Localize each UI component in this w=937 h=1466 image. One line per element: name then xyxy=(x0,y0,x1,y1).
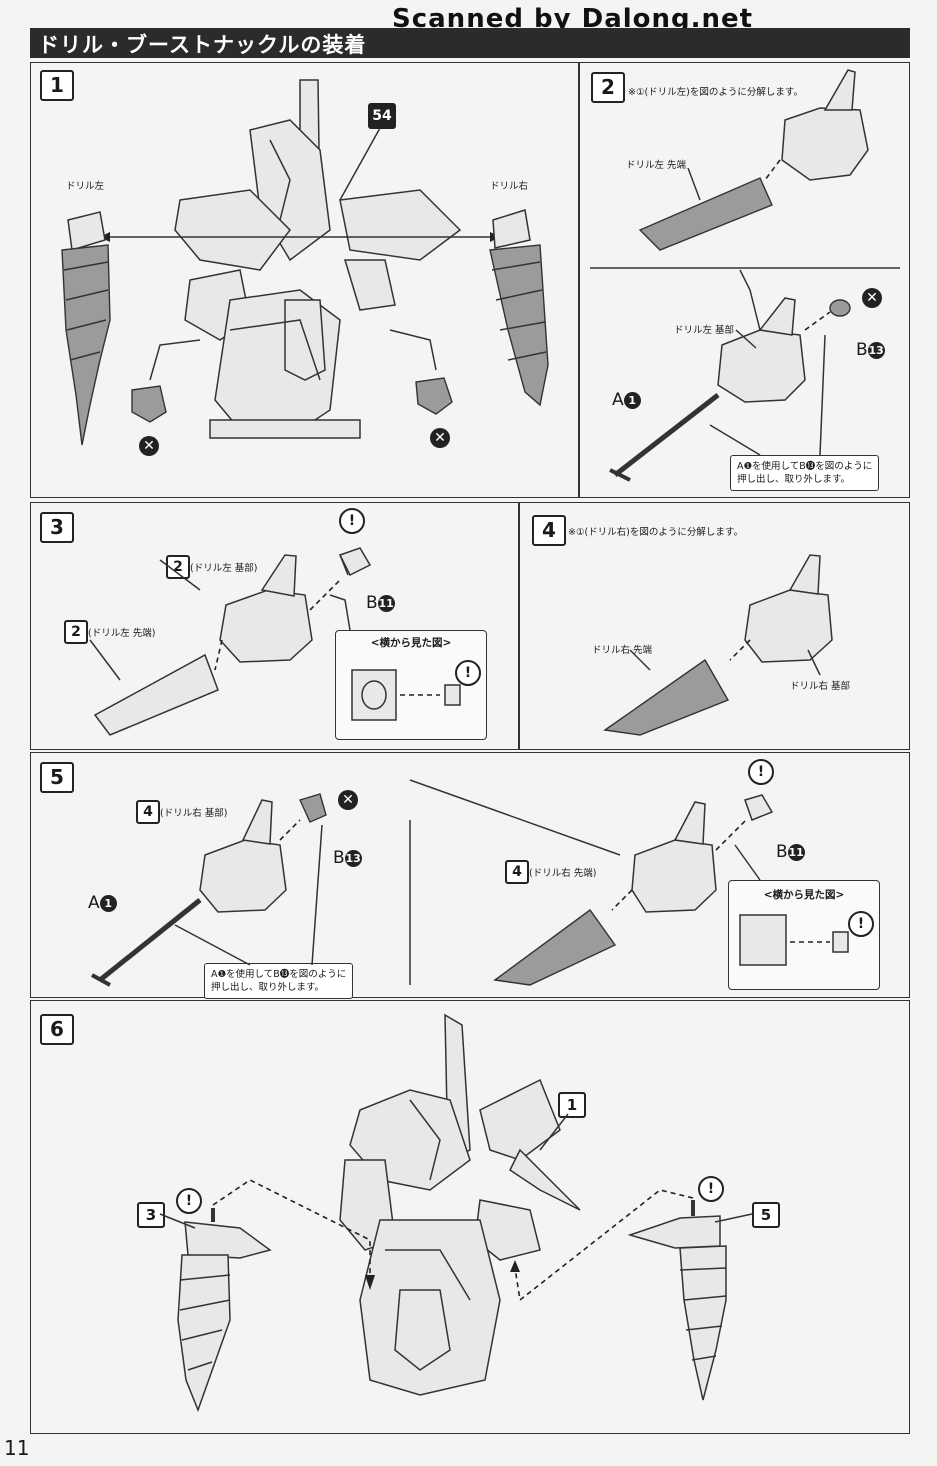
ref-drill-right-base: 4(ドリル右 基部) xyxy=(136,800,227,824)
step-1-panel xyxy=(30,62,580,498)
label-drill-left-tip: ドリル左 先端 xyxy=(626,160,687,171)
step-1-number: 1 xyxy=(40,70,74,101)
exclamation-icon: ! xyxy=(848,911,874,937)
step-4-panel xyxy=(518,502,910,750)
step-4-number: 4 xyxy=(532,515,566,546)
ref-text: (ドリル右 先端) xyxy=(529,868,597,879)
part-b-number: 13 xyxy=(344,849,362,867)
step-5-panel xyxy=(30,752,910,998)
ref-drill-left-tip: 2(ドリル左 先端) xyxy=(64,620,155,644)
note-line-2: 押し出し、取り外します。 xyxy=(737,474,851,485)
label-drill-right: ドリル右 xyxy=(490,181,529,192)
note-line-1: A❶を使用してB⓭を図のように xyxy=(737,461,873,472)
label-drill-left: ドリル左 xyxy=(66,181,105,192)
ref-number: 2 xyxy=(64,620,88,644)
step-5-note: A❶を使用してB⓭を図のように 押し出し、取り外します。 xyxy=(204,963,354,999)
part-b-number: 11 xyxy=(377,594,395,612)
note-line-2: 押し出し、取り外します。 xyxy=(211,982,325,993)
exclamation-icon: ! xyxy=(748,759,774,785)
step-3-panel xyxy=(30,502,520,750)
sideview-title: <横から見た図> xyxy=(370,637,452,649)
step-4-instruction: ※①(ドリル右)を図のように分解します。 xyxy=(568,527,743,538)
exclamation-icon: ! xyxy=(176,1188,202,1214)
part-b-letter: B xyxy=(333,848,345,868)
step-2-number: 2 xyxy=(591,72,625,103)
part-b-letter: B xyxy=(366,593,378,613)
ref-right-5: 5 xyxy=(752,1202,780,1228)
page-title: ドリル・ブーストナックルの装着 xyxy=(38,33,367,57)
part-b-letter: B xyxy=(856,340,868,360)
part-a-letter: A xyxy=(88,893,100,913)
step-2-panel xyxy=(578,62,910,498)
step-5-number: 5 xyxy=(40,762,74,793)
ref-number: 4 xyxy=(505,860,529,884)
note-line-1: A❶を使用してB⓭を図のように xyxy=(211,969,347,980)
part-b-number: 11 xyxy=(787,843,805,861)
ref-text: (ドリル左 先端) xyxy=(88,628,156,639)
x-circle-icon: ✕ xyxy=(862,288,882,308)
part-a-letter: A xyxy=(612,390,624,410)
part-b-number: 13 xyxy=(867,341,885,359)
step-2-note: A❶を使用してB⓭を図のように 押し出し、取り外します。 xyxy=(730,455,880,491)
part-b11: B11 xyxy=(776,842,805,862)
step-3-number: 3 xyxy=(40,512,74,543)
ref-text: (ドリル左 基部) xyxy=(190,563,258,574)
ref-body-1: 1 xyxy=(558,1092,586,1118)
ref-number: 4 xyxy=(136,800,160,824)
step-2-instruction: ※①(ドリル左)を図のように分解します。 xyxy=(628,87,803,98)
x-circle-icon: ✕ xyxy=(338,790,358,810)
ref-drill-right-tip: 4(ドリル右 先端) xyxy=(505,860,596,884)
part-b-letter: B xyxy=(776,842,788,862)
part-b11: B11 xyxy=(366,593,395,613)
label-drill-right-base: ドリル右 基部 xyxy=(790,681,851,692)
part-ref-54: 54 xyxy=(368,103,396,129)
part-a-number: 1 xyxy=(623,391,641,409)
x-circle-icon: ✕ xyxy=(430,428,450,448)
part-b13: B13 xyxy=(333,848,362,868)
sideview-title: <横から見た図> xyxy=(763,889,845,901)
step-6-panel xyxy=(30,1000,910,1434)
step-6-number: 6 xyxy=(40,1014,74,1045)
exclamation-icon: ! xyxy=(339,508,365,534)
ref-left-3: 3 xyxy=(137,1202,165,1228)
exclamation-icon: ! xyxy=(698,1176,724,1202)
x-circle-icon: ✕ xyxy=(139,436,159,456)
header-bar xyxy=(30,28,910,58)
ref-number: 2 xyxy=(166,555,190,579)
ref-drill-left-base: 2(ドリル左 基部) xyxy=(166,555,257,579)
part-a-number: 1 xyxy=(99,894,117,912)
label-drill-right-tip: ドリル右 先端 xyxy=(592,645,653,656)
label-drill-left-base: ドリル左 基部 xyxy=(674,325,735,336)
page-number: 11 xyxy=(4,1436,30,1460)
exclamation-icon: ! xyxy=(455,660,481,686)
part-b13: B13 xyxy=(856,340,885,360)
ref-text: (ドリル右 基部) xyxy=(160,808,228,819)
